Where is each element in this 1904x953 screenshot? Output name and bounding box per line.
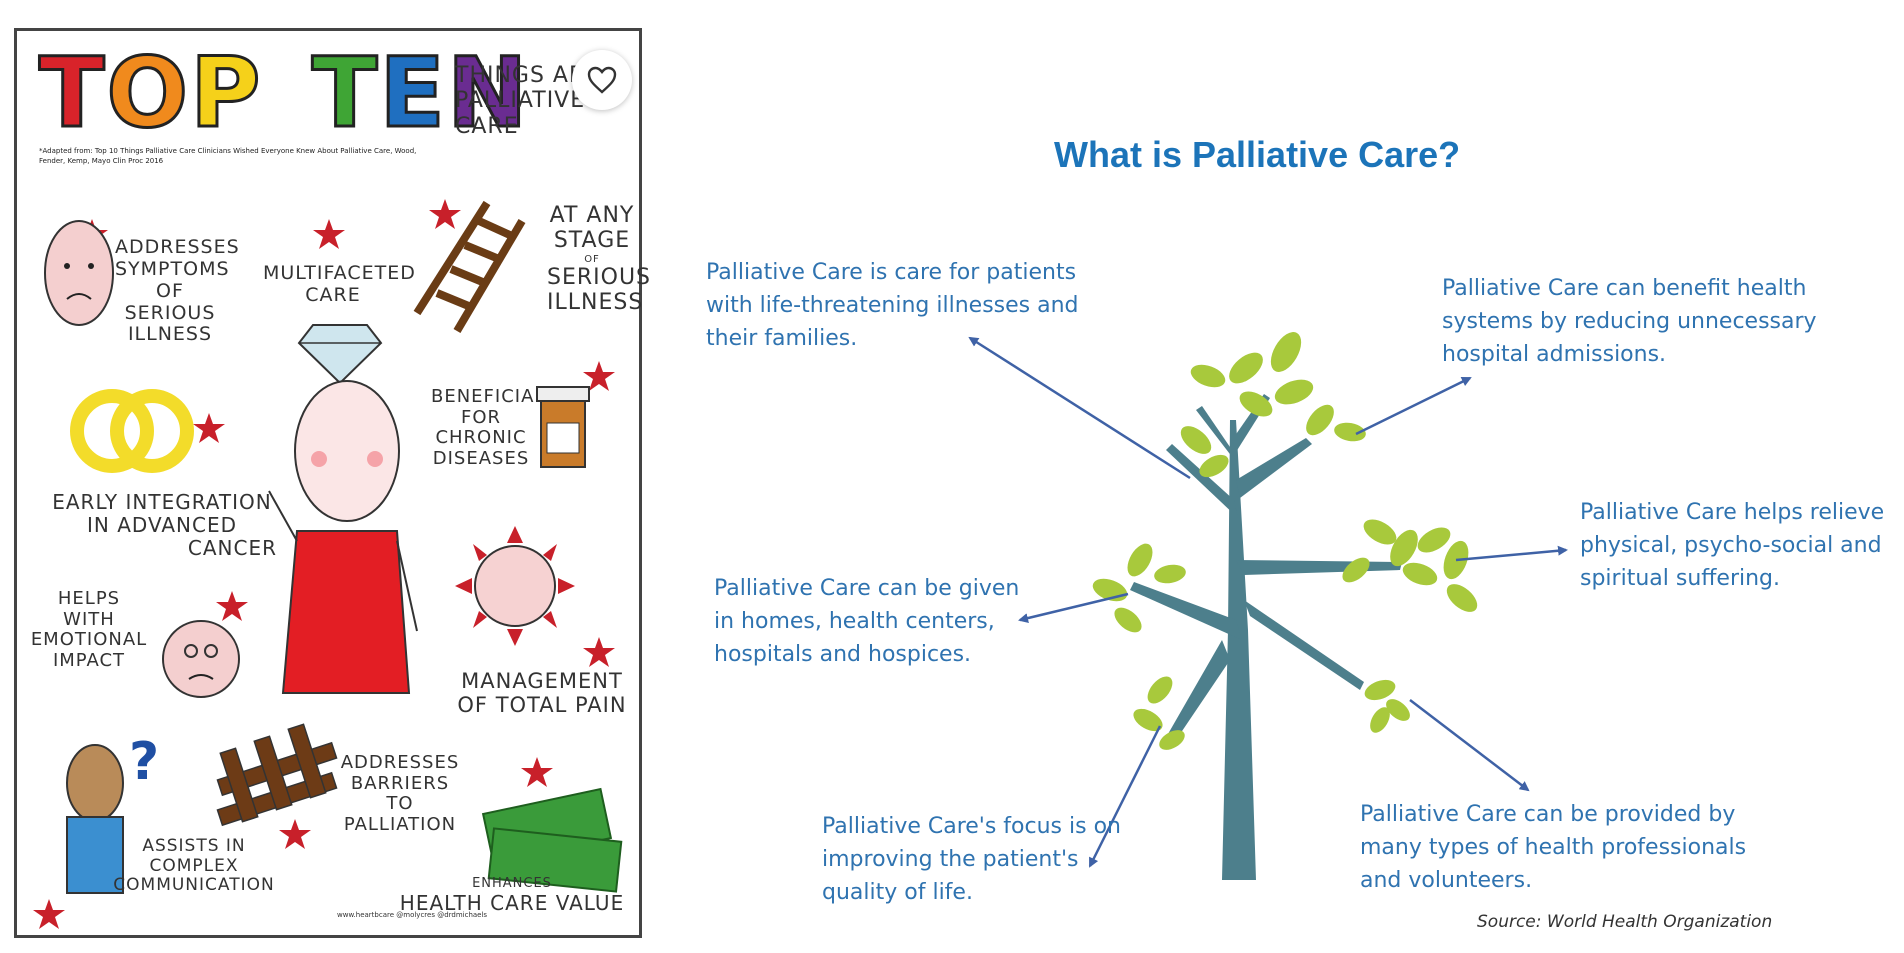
money-stack-icon <box>481 787 623 893</box>
item-text: of <box>584 253 600 265</box>
item-beneficial: BENEFICIAL for CHRONIC DISEASES <box>431 386 546 470</box>
poster-credit: *Adapted from: Top 10 Things Palliative … <box>39 147 417 165</box>
diamond-icon <box>297 324 383 385</box>
item-health-care-value: ENHANCES HEALTH CARE VALUE <box>397 876 627 915</box>
poster-footer-credit: www.heartbcare @molycres @drdmichaels <box>337 911 488 919</box>
arrow-top-left <box>968 336 1191 480</box>
star-icon <box>216 591 248 621</box>
person-figure <box>268 380 418 694</box>
diagram-title: What is Palliative Care? <box>1054 134 1461 175</box>
item-text: HEALTH CARE VALUE <box>399 890 625 915</box>
note-mid-left: Palliative Care can be given in homes, h… <box>714 576 1020 667</box>
arrow-bottom-left <box>1088 725 1162 868</box>
star-icon <box>521 757 553 787</box>
arrow-mid-right <box>1455 545 1568 562</box>
poster-title: TOP TEN <box>37 44 529 143</box>
sad-face-icon <box>44 220 114 326</box>
item-barriers: ADDRESSES BARRIERS to PALLIATION <box>340 752 460 836</box>
heart-icon <box>587 66 617 94</box>
title-letter: E <box>378 37 447 149</box>
pain-sun-icon <box>455 526 575 646</box>
star-icon <box>33 899 65 929</box>
item-helps: HELPS with EMOTIONAL IMPACT <box>30 588 148 672</box>
top-ten-poster: ? TOP TEN THINGS AB PALLIATIVE CARE *Ada… <box>14 28 652 938</box>
star-icon <box>313 219 345 249</box>
note-bottom-left: Palliative Care's focus is on improving … <box>822 814 1121 905</box>
item-multifaceted: MULTIFACETED CARE <box>263 262 416 306</box>
item-early-integration: EARLY INTEGRATION in ADVANCED CANCER <box>47 491 277 560</box>
item-total-pain: MANAGEMENT of TOTAL PAIN <box>447 669 637 717</box>
title-letter: O <box>105 37 191 149</box>
subtitle-line: THINGS AB <box>455 63 586 88</box>
title-letter: T <box>37 37 107 149</box>
item-any-stage: AT ANY STAGE of SERIOUS ILLNESS <box>547 203 652 316</box>
star-icon <box>583 361 615 391</box>
item-text: SERIOUS ILLNESS <box>547 265 652 316</box>
ladder-icon <box>413 200 526 334</box>
title-letter: T <box>310 37 380 149</box>
item-text: STAGE <box>553 228 631 254</box>
arrow-top-right <box>1355 376 1472 436</box>
arrow-mid-left <box>1018 592 1129 623</box>
poster-subtitle: THINGS AB PALLIATIVE CARE <box>455 63 639 139</box>
star-icon <box>279 819 311 849</box>
item-text: of TOTAL PAIN <box>457 693 627 718</box>
svg-text:?: ? <box>129 732 159 792</box>
star-icon <box>429 199 461 229</box>
tree-leaves <box>1092 332 1478 750</box>
pill-bottle-icon <box>536 386 590 468</box>
item-text: CANCER <box>187 536 277 560</box>
tree-trunk <box>1130 394 1402 880</box>
source-credit: Source: World Health Organization <box>1477 912 1773 932</box>
fence-barrier-icon <box>216 723 338 827</box>
note-mid-right: Palliative Care helps relieve physical, … <box>1580 500 1885 591</box>
connector-arrows <box>968 336 1568 868</box>
poster-illustrations: ? <box>33 199 623 929</box>
item-text: AT ANY <box>549 203 635 228</box>
person-question-icon: ? <box>66 732 159 894</box>
subtitle-line: PALLIATIVE CARE <box>455 88 586 139</box>
star-icon <box>583 637 615 667</box>
item-text: MANAGEMENT <box>461 669 623 693</box>
item-assists: ASSISTS in COMPLEX COMMUNICATION <box>113 836 275 896</box>
title-letter: P <box>189 37 263 149</box>
arrow-bottom-right <box>1409 699 1530 792</box>
item-text: EARLY INTEGRATION <box>52 490 272 514</box>
title-letter: N <box>445 37 530 149</box>
note-top-right: Palliative Care can benefit health syste… <box>1442 276 1817 367</box>
worried-face-icon <box>162 620 240 698</box>
star-icon <box>193 413 225 443</box>
item-text: in ADVANCED <box>87 513 237 537</box>
note-bottom-right: Palliative Care can be provided by many … <box>1360 802 1747 893</box>
note-top-left: Palliative Care is care for patients wit… <box>706 260 1079 351</box>
favorite-button[interactable] <box>572 50 632 110</box>
item-symptoms: ADDRESSES SYMPTOMS of SERIOUS ILLNESS <box>115 236 240 346</box>
item-text: ENHANCES <box>472 876 552 891</box>
rings-icon <box>70 389 194 473</box>
